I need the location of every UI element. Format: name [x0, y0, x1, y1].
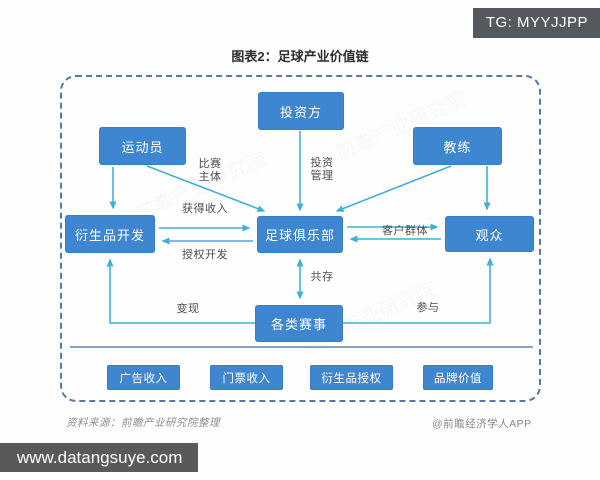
label-match-subject: 比赛主体 [198, 158, 222, 183]
node-derivatives-dev: 衍生品开发 [65, 215, 155, 253]
node-coach: 教练 [413, 127, 502, 165]
page-title: 图表2：足球产业价值链 [231, 49, 369, 64]
node-football-club: 足球俱乐部 [257, 216, 343, 253]
node-derivatives-licensing: 衍生品授权 [310, 365, 393, 390]
credit-text: @前瞻经济学人APP [432, 418, 532, 430]
diagram-border [60, 75, 541, 402]
url-bar: www.datangsuye.com [0, 443, 198, 472]
node-investor: 投资方 [258, 92, 344, 130]
label-participate: 参与 [416, 302, 440, 314]
node-events: 各类赛事 [255, 305, 343, 342]
tg-badge: TG: MYYJJPP [472, 8, 600, 38]
label-earn-income: 获得收入 [182, 203, 228, 215]
arrow-events-audience [343, 257, 494, 324]
arrow-events-derivatives [106, 258, 255, 324]
label-investment-mgmt: 投资管理 [310, 157, 334, 182]
label-coexist: 共存 [310, 271, 334, 283]
label-customer-group: 客户群体 [382, 225, 428, 237]
arrow-athlete-club [146, 165, 266, 212]
node-athlete: 运动员 [99, 127, 186, 165]
node-brand-value: 品牌价值 [423, 365, 493, 390]
node-ticket-revenue: 门票收入 [210, 365, 283, 390]
label-monetize: 变现 [176, 303, 200, 315]
source-text: 资料来源：前瞻产业研究院整理 [66, 417, 220, 429]
node-ad-revenue: 广告收入 [107, 365, 180, 390]
label-licensed-dev: 授权开发 [182, 249, 228, 261]
arrow-coach-club [335, 165, 452, 212]
node-audience: 观众 [445, 216, 534, 252]
